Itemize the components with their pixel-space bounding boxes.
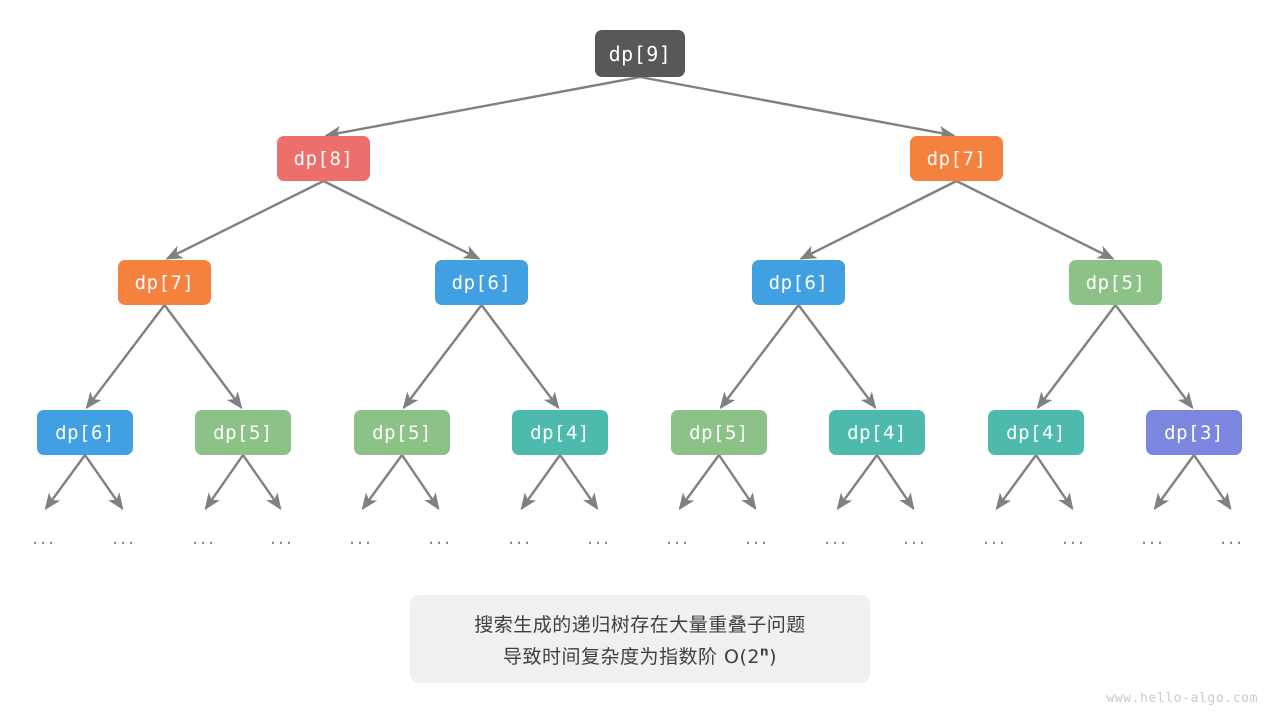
tree-node-dp9: dp[9]: [595, 30, 685, 77]
tree-edge: [163, 304, 243, 410]
tree-edge: [955, 179, 1115, 260]
caption-line-1: 搜索生成的递归树存在大量重叠子问题: [474, 613, 806, 636]
ellipsis-edge: [204, 454, 244, 511]
tree-node-dp8: dp[8]: [277, 136, 370, 181]
watermark: www.hello-algo.com: [1106, 691, 1258, 706]
tree-node-dp6: dp[6]: [435, 260, 528, 305]
tree-edge: [324, 75, 641, 140]
tree-edge: [799, 179, 958, 260]
ellipsis-leaf: ...: [823, 527, 849, 549]
ellipsis-edge: [559, 454, 599, 511]
ellipsis-leaf: ...: [902, 527, 928, 549]
ellipsis-edge: [678, 454, 720, 511]
ellipsis-leaf: ...: [348, 527, 374, 549]
tree-node-dp4: dp[4]: [988, 410, 1084, 455]
ellipsis-edge: [84, 454, 124, 511]
ellipsis-leaf: ...: [191, 527, 217, 549]
tree-node-dp5: dp[5]: [195, 410, 291, 455]
ellipsis-leaf: ...: [665, 527, 691, 549]
caption-line-2-suffix: ): [769, 645, 777, 668]
tree-node-dp6: dp[6]: [37, 410, 133, 455]
tree-node-dp7: dp[7]: [118, 260, 211, 305]
ellipsis-leaf: ...: [1061, 527, 1087, 549]
ellipsis-leaf: ...: [982, 527, 1008, 549]
tree-edge: [402, 304, 483, 410]
tree-edge: [639, 75, 956, 140]
ellipsis-edge: [876, 454, 915, 511]
tree-edges: [85, 75, 1194, 410]
tree-node-dp5: dp[5]: [1069, 260, 1162, 305]
tree-edge: [1114, 304, 1194, 410]
ellipsis-edge: [718, 454, 757, 511]
tree-node-dp7: dp[7]: [910, 136, 1003, 181]
ellipsis-leaf: ...: [744, 527, 770, 549]
ellipsis-edge: [44, 454, 86, 511]
tree-edge: [480, 304, 560, 410]
ellipsis-leaf: ...: [269, 527, 295, 549]
ellipsis-leaf: ...: [31, 527, 57, 549]
tree-node-dp3: dp[3]: [1146, 410, 1242, 455]
caption-exponent: n: [760, 644, 770, 659]
ellipsis-edge: [1153, 454, 1195, 511]
ellipsis-edge: [1035, 454, 1074, 511]
ellipsis-edge: [995, 454, 1037, 511]
ellipsis-leaf: ...: [507, 527, 533, 549]
ellipsis-edge: [1193, 454, 1232, 511]
tree-edge: [797, 304, 877, 410]
ellipsis-leaf: ...: [111, 527, 137, 549]
leaf-ellipsis-edges: [44, 454, 1232, 511]
tree-edge: [322, 179, 481, 260]
tree-edge: [165, 179, 325, 260]
tree-node-dp6: dp[6]: [752, 260, 845, 305]
caption-line-2: 导致时间复杂度为指数阶 O(2n): [503, 642, 777, 669]
ellipsis-leaf: ...: [427, 527, 453, 549]
caption-box: 搜索生成的递归树存在大量重叠子问题 导致时间复杂度为指数阶 O(2n): [410, 595, 870, 683]
ellipsis-leaf: ...: [1219, 527, 1245, 549]
ellipsis-edge: [401, 454, 440, 511]
ellipsis-edge: [520, 454, 561, 511]
tree-node-dp4: dp[4]: [512, 410, 608, 455]
tree-edge: [1036, 304, 1117, 410]
caption-line-2-prefix: 导致时间复杂度为指数阶 O(2: [503, 645, 761, 668]
ellipsis-leaf: ...: [586, 527, 612, 549]
tree-node-dp5: dp[5]: [354, 410, 450, 455]
tree-edge: [719, 304, 800, 410]
tree-node-dp4: dp[4]: [829, 410, 925, 455]
ellipsis-edge: [836, 454, 878, 511]
ellipsis-leaf: ...: [1140, 527, 1166, 549]
ellipsis-edge: [242, 454, 282, 511]
tree-node-dp5: dp[5]: [671, 410, 767, 455]
ellipsis-edge: [361, 454, 403, 511]
tree-edge: [85, 304, 166, 410]
